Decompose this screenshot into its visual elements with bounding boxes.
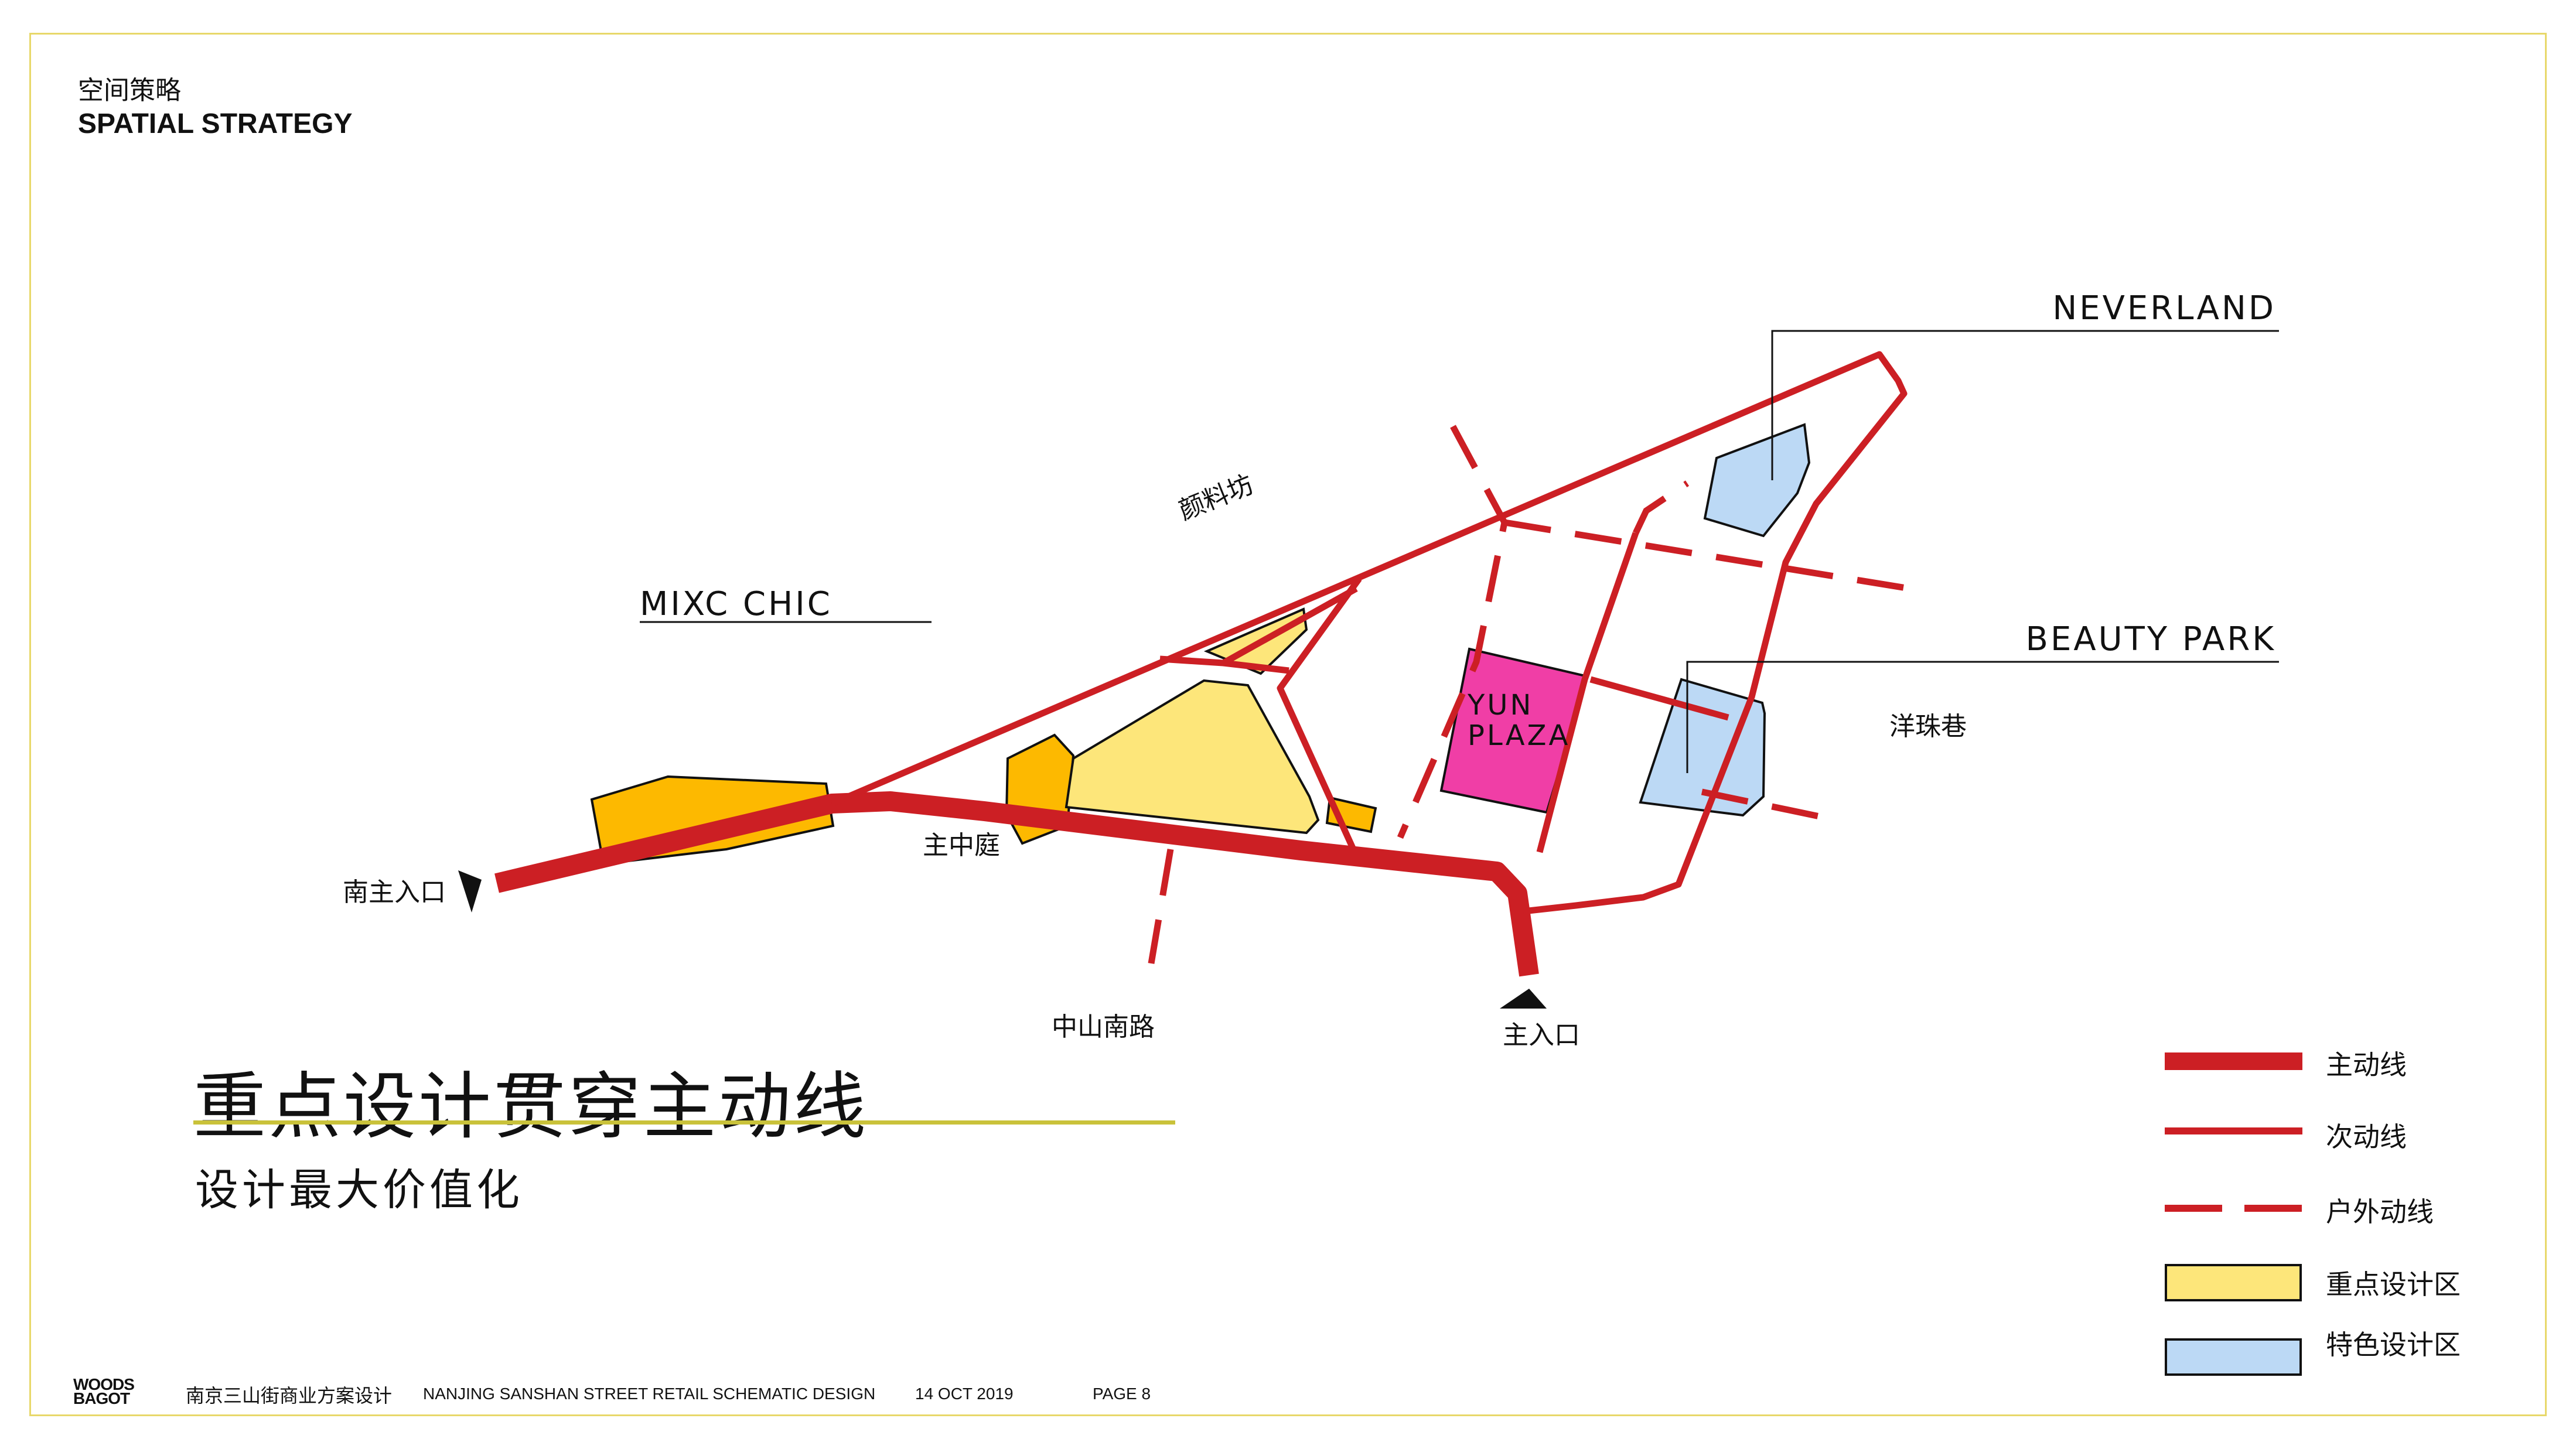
footer-page: PAGE 8: [1093, 1385, 1151, 1403]
key-zone-large: [1064, 679, 1320, 835]
legend-outdoor-label: 户外动线: [2326, 1196, 2434, 1228]
feature-zone-beauty-park: [1639, 678, 1766, 817]
leader-lines: [640, 330, 2279, 773]
yanliaofang-label: 颜料坊: [1175, 469, 1257, 526]
footer-project-cn: 南京三山街商业方案设计: [186, 1385, 393, 1407]
secondary-routes: [830, 351, 1908, 915]
legend-secondary-label: 次动线: [2326, 1121, 2407, 1153]
legend-key-zone-swatch: [2165, 1264, 2302, 1301]
legend-primary-swatch: [2165, 1052, 2302, 1070]
logo-line-1: WOODS: [73, 1375, 135, 1393]
legend-primary-label: 主动线: [2326, 1049, 2407, 1081]
neverland-label: NEVERLAND: [2052, 289, 2276, 327]
footer-date: 14 OCT 2019: [915, 1385, 1014, 1403]
header-title-cn: 空间策略: [78, 76, 181, 105]
footer-project-en: NANJING SANSHAN STREET RETAIL SCHEMATIC …: [423, 1385, 876, 1403]
legend-feature-zone-swatch: [2165, 1338, 2302, 1376]
beauty-park-label: BEAUTY PARK: [2026, 620, 2276, 658]
main-title-underline: [193, 1120, 1175, 1125]
yangzhuxiang-label: 洋珠巷: [1889, 712, 1967, 741]
south-entrance-label: 南主入口: [343, 877, 446, 907]
outdoor-routes: [1148, 425, 1910, 964]
legend-feature-zone-label: 特色设计区: [2326, 1329, 2461, 1361]
mixc-chic-label: MIXC CHIC: [640, 585, 832, 623]
primary-route: [494, 791, 1539, 977]
main-subtitle: 设计最大价值化: [195, 1165, 523, 1215]
feature-zone-neverland: [1703, 423, 1811, 538]
south-entrance-arrow: [458, 870, 482, 913]
yun-label: YUN: [1467, 689, 1533, 722]
main-court-label: 主中庭: [923, 831, 1000, 860]
woods-bagot-logo: WOODS BAGOT: [73, 1375, 135, 1407]
zhongshan-road-label: 中山南路: [1052, 1012, 1155, 1042]
logo-line-2: BAGOT: [73, 1389, 130, 1407]
legend-key-zone-label: 重点设计区: [2326, 1269, 2461, 1300]
page-frame: [29, 33, 2547, 1416]
main-entrance-label: 主入口: [1503, 1020, 1580, 1050]
yun-plaza-zone: [1439, 647, 1589, 814]
main-entrance-arrow: [1500, 989, 1547, 1009]
legend-secondary-swatch: [2165, 1127, 2302, 1134]
legend-swatches: [2165, 1052, 2302, 1376]
main-title: 重点设计贯穿主动线: [193, 1065, 869, 1149]
plaza-label: PLAZA: [1468, 719, 1570, 752]
header-title-en: SPATIAL STRATEGY: [78, 108, 353, 139]
